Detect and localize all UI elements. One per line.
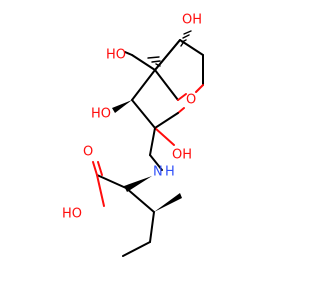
wedge-bond-c2-oh bbox=[112, 100, 132, 113]
bond-cgamma-cdelta bbox=[122, 241, 151, 257]
bond-c5-c6 bbox=[154, 69, 179, 101]
bond-ccooh-o-1 bbox=[92, 161, 98, 176]
molecule-structure: OH HO HO O OH N H O HO bbox=[62, 13, 204, 257]
atom-label-acid-ho: HO bbox=[62, 207, 82, 222]
atom-label-carbonyl-o: O bbox=[83, 145, 93, 160]
bond-calpha-ccooh bbox=[96, 174, 127, 189]
bond-c1-c2 bbox=[131, 99, 156, 129]
bond-c6-ringo bbox=[177, 93, 187, 101]
bond-ccooh-o-2 bbox=[97, 161, 103, 176]
bond-c3-c4 bbox=[154, 39, 181, 71]
bond-ccooh-oh bbox=[96, 174, 105, 207]
bond-c1-oh bbox=[154, 127, 175, 146]
atom-label-ring-o: O bbox=[186, 93, 196, 108]
wedge-bond-cbeta-methyl bbox=[154, 193, 182, 212]
atom-label-amine-n: N bbox=[153, 165, 163, 180]
atom-label-ho-c3: HO bbox=[106, 48, 126, 63]
wedge-bond-n-calpha bbox=[124, 176, 152, 192]
atom-label-oh-c4: OH bbox=[182, 13, 202, 28]
bond-calpha-cbeta bbox=[125, 187, 155, 213]
bond-ch2-n bbox=[149, 154, 163, 171]
bond-ringo-c1 bbox=[177, 107, 185, 114]
bond-c3-c2 bbox=[131, 54, 156, 71]
atom-label-oh-c1: OH bbox=[172, 148, 192, 163]
bond-ringo-c1-b bbox=[154, 112, 179, 129]
bond-ring-right-o bbox=[195, 84, 204, 93]
bond-c4-c5 bbox=[179, 39, 204, 56]
bond-c2-c3 bbox=[131, 69, 156, 101]
atom-label-amine-h: H bbox=[165, 165, 175, 180]
bond-c2-ho bbox=[124, 51, 133, 56]
bond-c1-ch2 bbox=[149, 127, 156, 156]
atom-label-ho-c2: HO bbox=[91, 107, 111, 122]
bond-cbeta-cgamma bbox=[149, 211, 155, 243]
